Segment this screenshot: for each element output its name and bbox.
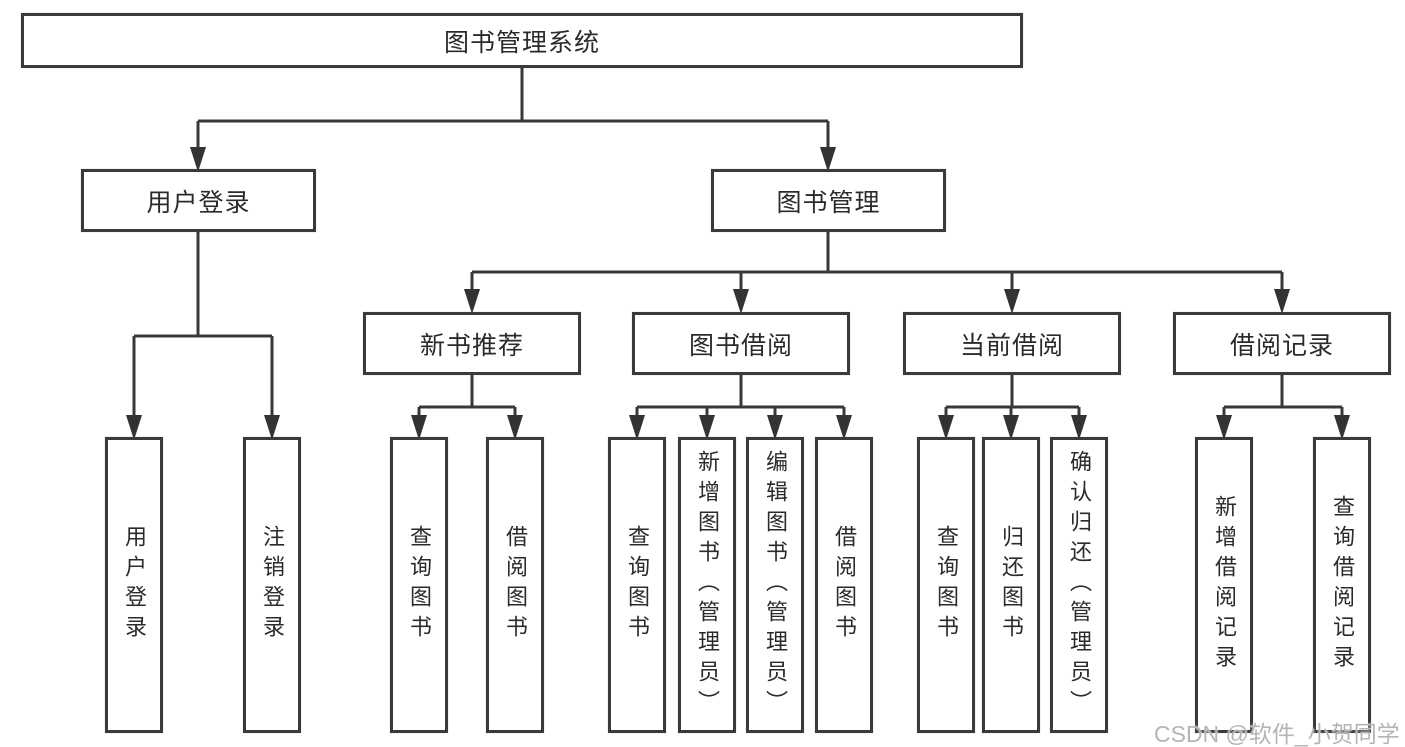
node-book-borrowing: 图书借阅 <box>632 312 850 375</box>
arrowhead <box>733 289 749 314</box>
leaf-edit-book-admin-label: 编辑图书（管理员） <box>763 450 788 720</box>
arrowhead <box>767 415 783 440</box>
arrowhead <box>126 415 142 440</box>
arrowhead <box>1274 289 1290 314</box>
leaf-borrow-books-recommend-label: 借阅图书 <box>503 525 528 645</box>
node-book-management: 图书管理 <box>711 169 946 232</box>
leaf-query-books-current-label: 查询图书 <box>934 525 959 645</box>
arrowhead <box>1216 415 1232 440</box>
arrowhead <box>1004 289 1020 314</box>
leaf-add-book-admin-label: 新增图书（管理员） <box>695 450 720 720</box>
leaf-user-login: 用户登录 <box>105 437 163 733</box>
arrowhead <box>190 147 206 172</box>
arrowhead <box>411 415 427 440</box>
leaf-query-borrow-record-label: 查询借阅记录 <box>1330 495 1355 675</box>
node-current-borrowing: 当前借阅 <box>903 312 1121 375</box>
leaf-borrow-books: 借阅图书 <box>815 437 873 733</box>
leaf-query-books-current: 查询图书 <box>917 437 975 733</box>
node-root: 图书管理系统 <box>21 13 1023 68</box>
arrowhead <box>836 415 852 440</box>
leaf-borrow-books-recommend: 借阅图书 <box>486 437 544 733</box>
leaf-confirm-return-admin-label: 确认归还（管理员） <box>1067 450 1092 720</box>
leaf-confirm-return-admin: 确认归还（管理员） <box>1050 437 1108 733</box>
arrowhead <box>1003 415 1019 440</box>
arrowhead <box>1071 415 1087 440</box>
arrowhead <box>820 147 836 172</box>
node-new-book-recommend: 新书推荐 <box>363 312 581 375</box>
arrowhead <box>938 415 954 440</box>
leaf-return-book: 归还图书 <box>982 437 1040 733</box>
leaf-add-book-admin: 新增图书（管理员） <box>678 437 736 733</box>
arrowhead <box>1334 415 1350 440</box>
leaf-query-books-borrow-label: 查询图书 <box>625 525 650 645</box>
leaf-query-borrow-record: 查询借阅记录 <box>1313 437 1371 733</box>
leaf-logout: 注销登录 <box>243 437 301 733</box>
arrowhead <box>629 415 645 440</box>
leaf-borrow-books-label: 借阅图书 <box>832 525 857 645</box>
connector-path <box>132 68 1344 418</box>
node-user-login: 用户登录 <box>81 169 316 232</box>
leaf-add-borrow-record: 新增借阅记录 <box>1195 437 1253 733</box>
leaf-query-books-borrow: 查询图书 <box>608 437 666 733</box>
leaf-user-login-label: 用户登录 <box>122 525 147 645</box>
leaf-query-books-recommend-label: 查询图书 <box>407 525 432 645</box>
arrowhead <box>264 415 280 440</box>
leaf-return-book-label: 归还图书 <box>999 525 1024 645</box>
leaf-add-borrow-record-label: 新增借阅记录 <box>1212 495 1237 675</box>
arrowhead <box>699 415 715 440</box>
arrowhead <box>464 289 480 314</box>
watermark: CSDN @软件_小贺同学 <box>1154 721 1400 747</box>
node-borrowing-records: 借阅记录 <box>1173 312 1391 375</box>
leaf-logout-label: 注销登录 <box>260 525 285 645</box>
leaf-query-books-recommend: 查询图书 <box>390 437 448 733</box>
leaf-edit-book-admin: 编辑图书（管理员） <box>746 437 804 733</box>
arrowhead <box>507 415 523 440</box>
